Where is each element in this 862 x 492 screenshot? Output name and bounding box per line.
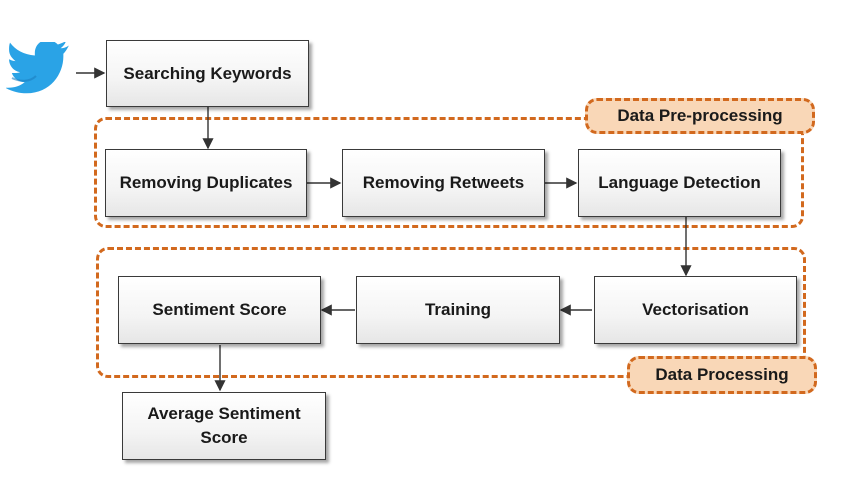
step-searching-keywords: Searching Keywords <box>106 40 309 107</box>
step-removing-duplicates: Removing Duplicates <box>105 149 307 217</box>
preprocessing-label: Data Pre-processing <box>585 98 815 134</box>
step-vectorisation: Vectorisation <box>594 276 797 344</box>
twitter-bird-icon <box>6 42 69 94</box>
step-language-detection: Language Detection <box>578 149 781 217</box>
step-training: Training <box>356 276 560 344</box>
processing-region <box>96 247 806 378</box>
step-average-sentiment-score: Average Sentiment Score <box>122 392 326 460</box>
step-removing-retweets: Removing Retweets <box>342 149 545 217</box>
step-sentiment-score: Sentiment Score <box>118 276 321 344</box>
preprocessing-region <box>94 117 804 228</box>
processing-label: Data Processing <box>627 356 817 394</box>
